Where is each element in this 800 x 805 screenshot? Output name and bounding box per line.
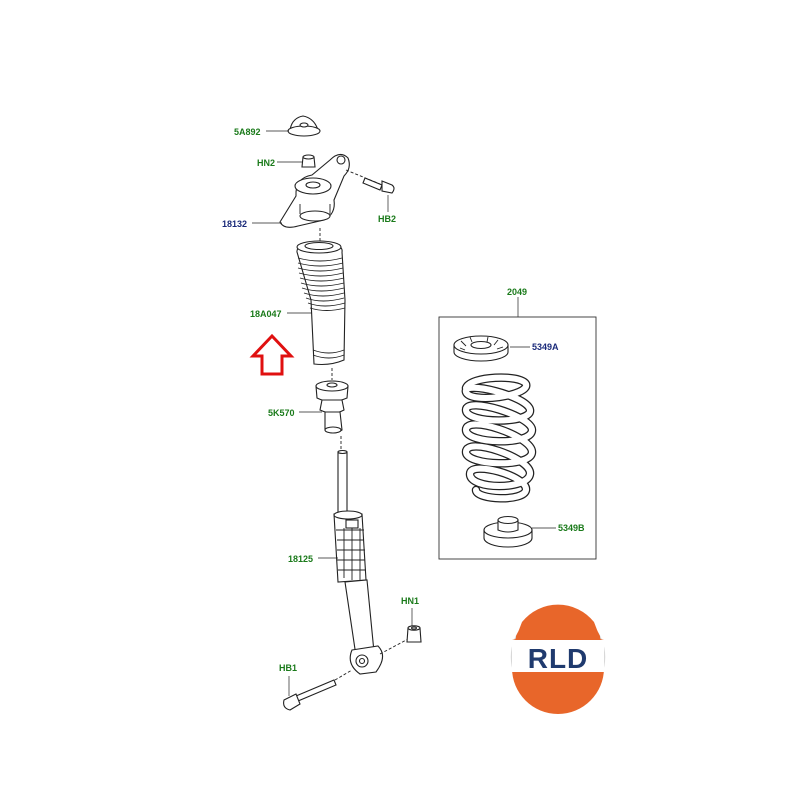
- logo-text: RLD: [528, 643, 589, 674]
- label-2049: 2049: [507, 287, 527, 297]
- label-5K570: 5K570: [268, 408, 295, 418]
- label-5A892: 5A892: [234, 127, 261, 137]
- leader-lines: [252, 130, 556, 696]
- coil-spring: [461, 373, 537, 503]
- part-labels: 5A892 HN2 18132 HB2 18A047 5K570 18125 H…: [222, 127, 585, 673]
- upper-spring-seat: [453, 335, 509, 362]
- label-5349B: 5349B: [558, 523, 585, 533]
- top-mount-cap: [287, 115, 321, 137]
- dust-boot: [296, 228, 346, 366]
- lower-spring-seat: [483, 515, 533, 548]
- upper-bracket: [279, 153, 350, 228]
- bolt-hb1: [283, 669, 353, 711]
- bolt-hb2: [345, 169, 395, 194]
- label-18125: 18125: [288, 554, 313, 564]
- label-HB1: HB1: [279, 663, 297, 673]
- label-HN1: HN1: [401, 596, 419, 606]
- label-HB2: HB2: [378, 214, 396, 224]
- bump-stop: [315, 368, 349, 434]
- nut-hn1: [379, 625, 422, 655]
- label-18132: 18132: [222, 219, 247, 229]
- shock-absorber: [333, 436, 384, 675]
- label-5349A: 5349A: [532, 342, 559, 352]
- label-HN2: HN2: [257, 158, 275, 168]
- rld-logo: RLD: [510, 604, 606, 714]
- up-arrow-icon: [249, 333, 295, 376]
- label-18A047: 18A047: [250, 309, 282, 319]
- nut-hn2: [301, 154, 316, 168]
- spring-kit-box: [438, 316, 597, 560]
